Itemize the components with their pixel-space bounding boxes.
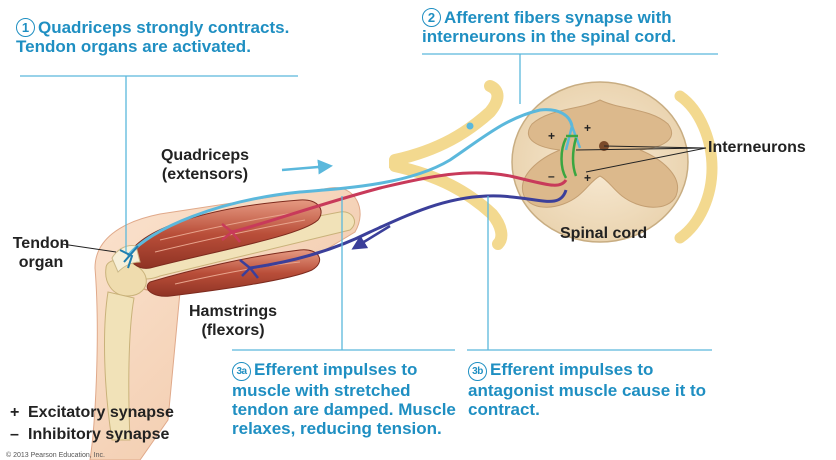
step-1-text: Quadriceps strongly contracts. Tendon or… bbox=[16, 18, 290, 56]
key-excitatory-symbol: + bbox=[10, 404, 20, 421]
step-3a-number: 3a bbox=[232, 362, 251, 381]
quadriceps-muscle bbox=[129, 199, 322, 269]
tibia-bone bbox=[104, 291, 135, 441]
tendon-organ-receptor bbox=[119, 245, 139, 269]
spinal-cord-label: Spinal cord bbox=[560, 225, 648, 242]
synapse-signs: + + – + bbox=[548, 121, 591, 185]
key-excitatory: + Excitatory synapse bbox=[10, 402, 174, 424]
efferent-inhibitory-fiber bbox=[239, 189, 568, 279]
step-3a-text: Efferent impulses to muscle with stretch… bbox=[232, 360, 456, 438]
key-excitatory-text: Excitatory synapse bbox=[28, 404, 174, 421]
interneurons-label: Interneurons bbox=[708, 139, 806, 156]
step-3b-number: 3b bbox=[468, 362, 487, 381]
flexors-name: (flexors) bbox=[201, 322, 265, 339]
synapse-key: + Excitatory synapse –Inhibitory synapse bbox=[10, 402, 174, 446]
afferent-direction-arrow bbox=[281, 159, 333, 175]
quadriceps-name: Quadriceps bbox=[160, 147, 250, 164]
label-lines bbox=[61, 145, 707, 253]
step-2-text: Afferent fibers synapse with interneuron… bbox=[422, 8, 677, 46]
minus-sign: – bbox=[548, 169, 555, 183]
callout-lines bbox=[20, 53, 718, 351]
key-inhibitory-text: Inhibitory synapse bbox=[28, 426, 170, 443]
step-2-number: 2 bbox=[422, 8, 441, 27]
key-inhibitory: –Inhibitory synapse bbox=[10, 424, 174, 446]
copyright-text: © 2013 Pearson Education, Inc. bbox=[6, 452, 105, 459]
plus-sign: + bbox=[584, 121, 591, 135]
tendon-name: Tendon bbox=[12, 235, 70, 252]
plus-sign: + bbox=[584, 171, 591, 185]
tendon-organ-label: Tendon organ bbox=[10, 234, 72, 272]
step-1-number: 1 bbox=[16, 18, 35, 37]
key-inhibitory-symbol: – bbox=[10, 426, 19, 443]
extensors-name: (extensors) bbox=[161, 166, 249, 183]
interneurons bbox=[560, 134, 578, 179]
step-3b-text: Efferent impulses to antagonist muscle c… bbox=[468, 360, 707, 419]
quadriceps-label: Quadriceps (extensors) bbox=[140, 146, 270, 184]
plus-sign: + bbox=[548, 129, 555, 143]
efferent-excitatory-fiber bbox=[221, 171, 568, 243]
hamstrings-label: Hamstrings (flexors) bbox=[168, 302, 298, 340]
spinal-cord bbox=[511, 81, 689, 243]
efferent-direction-arrow bbox=[351, 224, 391, 250]
hamstrings-name: Hamstrings bbox=[188, 303, 278, 320]
organ-name: organ bbox=[18, 254, 64, 271]
hamstrings-muscle bbox=[146, 249, 321, 297]
